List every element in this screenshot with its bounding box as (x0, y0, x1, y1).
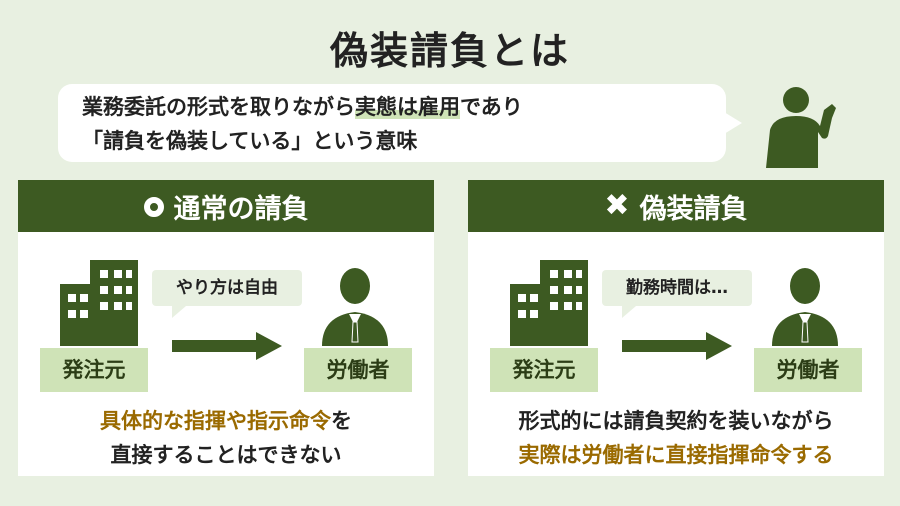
disguised-contract-title: 偽装請負 (639, 193, 748, 225)
disguised-contract-description: 形式的には請負契約を装いながら 実際は労働者に直接指揮命令する (518, 409, 834, 467)
definition-line-1: 業務委託の形式を取りながら実態は雇用であり (82, 95, 523, 119)
cross-ng-icon: ✖ (604, 188, 630, 223)
disguised-contract-header: ✖ 偽装請負 (468, 180, 884, 232)
normal-contract-panel: 通常の請負 発注元 やり方は自由 労働者 具体的な指揮や指示命令を 直接すること… (18, 180, 434, 476)
worker-label: 労働者 (304, 348, 412, 392)
freedom-speech: やり方は自由 (152, 270, 302, 318)
definition-bubble: 業務委託の形式を取りながら実態は雇用であり 「請負を偽装している」という意味 (58, 84, 742, 162)
building-icon (60, 260, 138, 346)
normal-contract-header: 通常の請負 (18, 180, 434, 232)
normal-contract-title: 通常の請負 (173, 193, 309, 225)
worker-label: 労働者 (754, 348, 862, 392)
pointing-person-icon (766, 87, 836, 168)
client-label: 発注元 (490, 348, 598, 392)
right-arrow-icon (172, 332, 282, 360)
client-label: 発注元 (40, 348, 148, 392)
circle-ok-icon (143, 197, 164, 217)
page-title: 偽装請負とは (329, 29, 570, 73)
definition-line-2: 「請負を偽装している」という意味 (82, 129, 418, 153)
right-arrow-icon (622, 332, 732, 360)
worker-person-icon (772, 268, 838, 346)
working-hours-speech: 勤務時間は… (602, 270, 752, 318)
worker-person-icon (322, 268, 388, 346)
definition-highlight: 実態は雇用 (355, 95, 460, 119)
building-icon (510, 260, 588, 346)
disguised-contract-panel: ✖ 偽装請負 発注元 勤務時間は… 労働者 形式的には請負契約を装いながら 実際… (468, 180, 884, 476)
normal-contract-description: 具体的な指揮や指示命令を 直接することはできない (100, 409, 352, 467)
